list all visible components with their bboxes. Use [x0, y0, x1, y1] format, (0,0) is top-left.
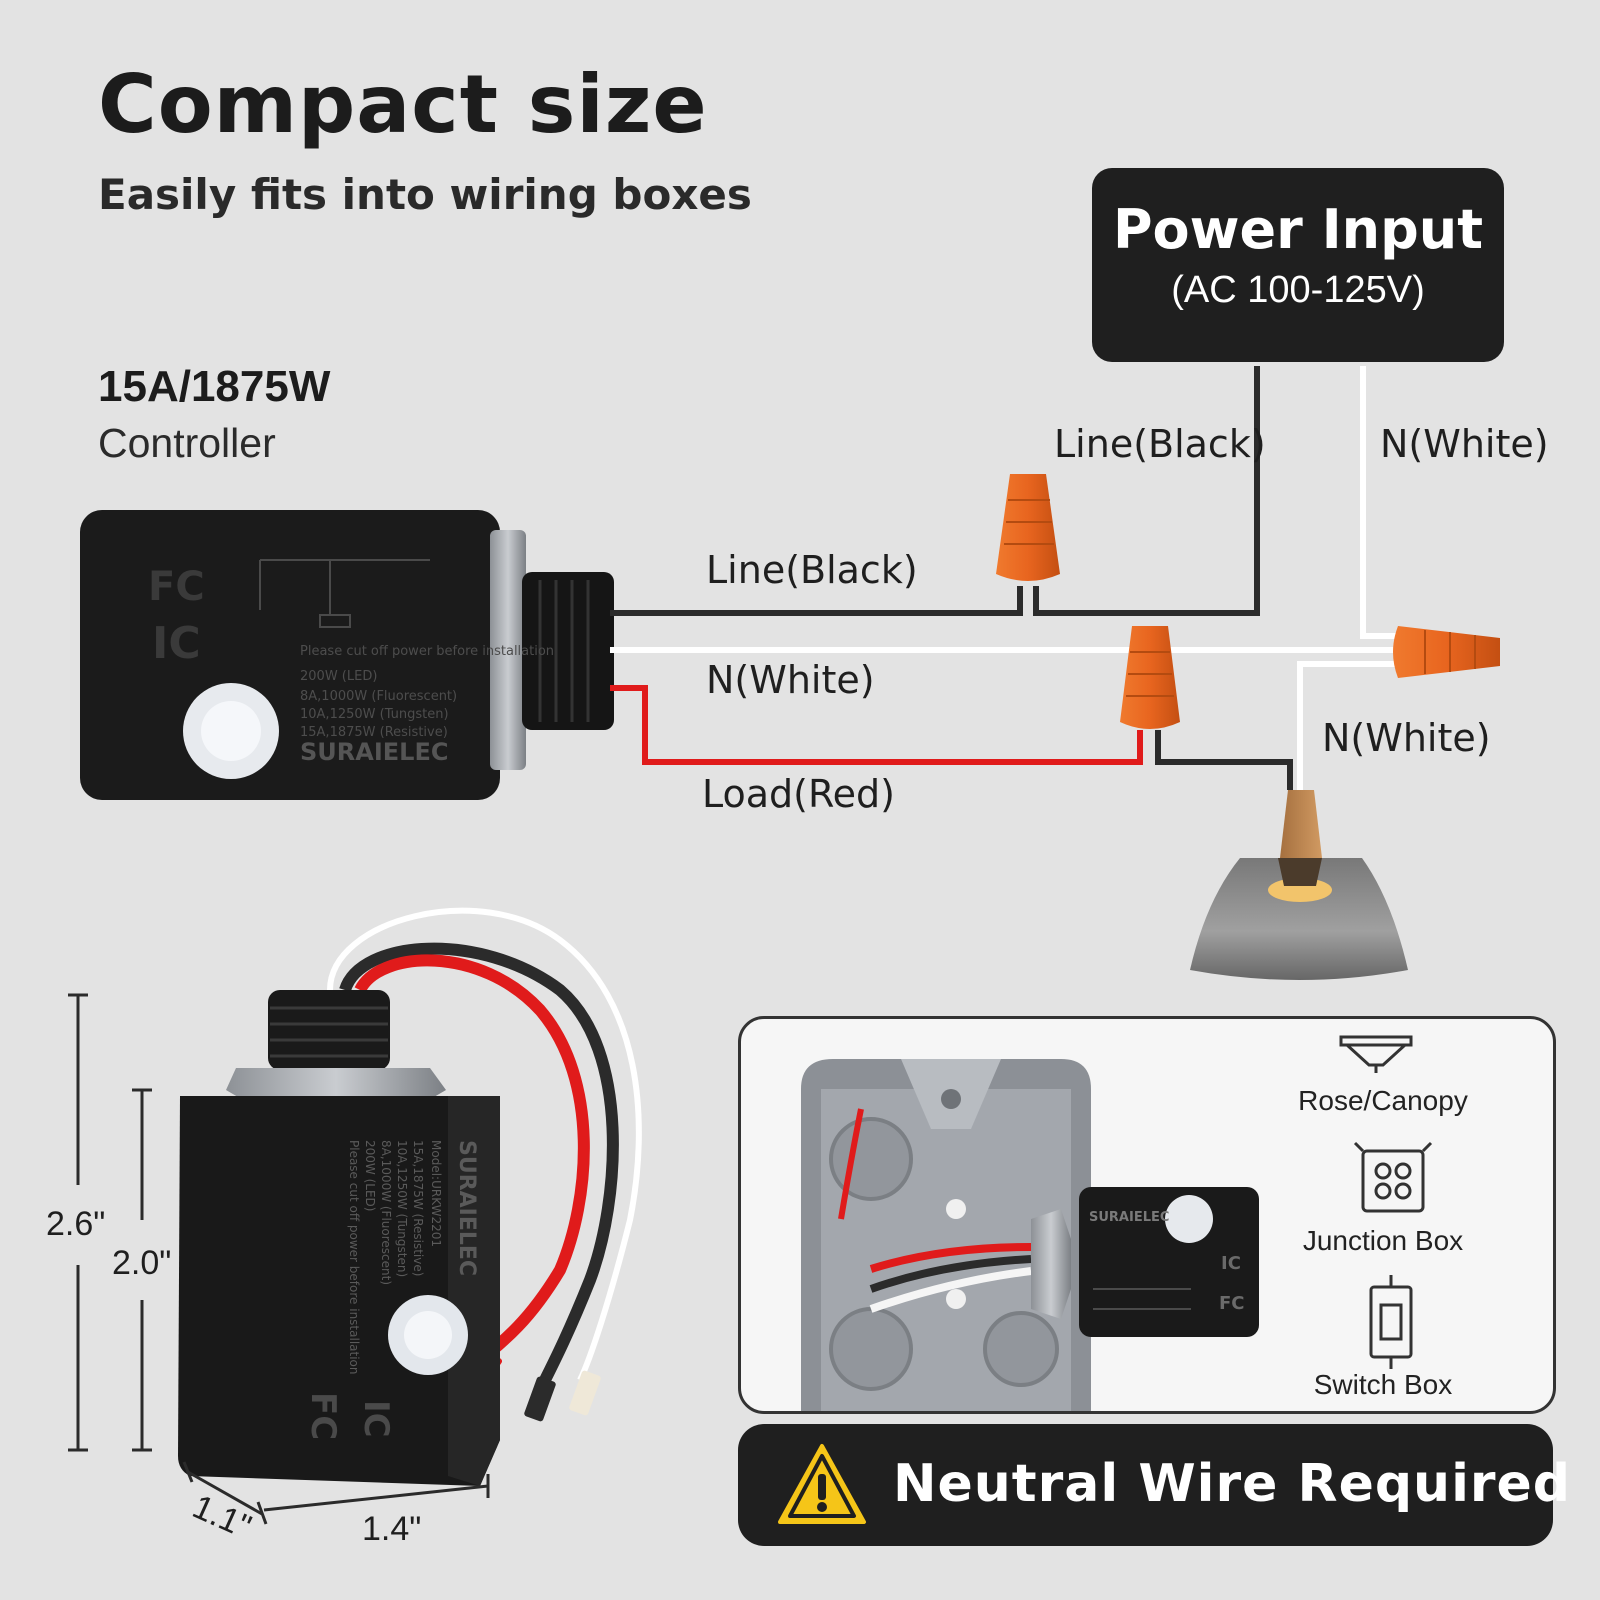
power-input-title: Power Input: [1112, 198, 1484, 261]
rose-canopy-label: Rose/Canopy: [1298, 1085, 1468, 1116]
rose-canopy-icon: [1339, 1035, 1413, 1073]
junction-box-photo: SURAIELEC IC FC: [801, 1035, 1433, 1411]
svg-text:FC: FC: [1219, 1293, 1245, 1314]
svg-text:IC: IC: [1221, 1253, 1241, 1274]
switch-box-label: Switch Box: [1313, 1369, 1453, 1400]
wiring-box-panel: SURAIELEC IC FC Ro: [738, 1016, 1556, 1414]
svg-text:15A,1875W (Resistive): 15A,1875W (Resistive): [411, 1140, 425, 1276]
controller-image-bottom: SURAIELEC Model:URKW2201 15A,1875W (Resi…: [178, 907, 642, 1486]
wire-connector-line: [996, 474, 1060, 581]
wire-label-n-white-lamp: N(White): [1322, 716, 1491, 760]
svg-text:8A,1000W (Fluorescent): 8A,1000W (Fluorescent): [379, 1140, 393, 1285]
svg-text:FC: FC: [148, 564, 205, 610]
svg-text:15A,1875W (Resistive): 15A,1875W (Resistive): [300, 725, 448, 740]
controller-image-top: IC FC SURAIELEC Please cut off power bef…: [80, 510, 614, 800]
svg-text:200W (LED): 200W (LED): [300, 669, 377, 684]
svg-text:8A,1000W (Fluorescent): 8A,1000W (Fluorescent): [300, 689, 457, 704]
svg-text:Please cut off power before in: Please cut off power before installation: [347, 1140, 361, 1375]
dimension-height-body: 2.0": [112, 1244, 172, 1282]
switch-box-icon: [1369, 1275, 1413, 1369]
svg-text:Please cut off power before in: Please cut off power before installation: [300, 644, 554, 659]
page-title: Compact size: [98, 58, 708, 151]
svg-text:10A,1250W (Tungsten): 10A,1250W (Tungsten): [300, 707, 449, 722]
power-input-voltage: (AC 100-125V): [1171, 269, 1425, 311]
power-input-box: Power Input (AC 100-125V): [1092, 168, 1504, 362]
warning-text: Neutral Wire Required: [893, 1454, 1572, 1514]
controller-brand-bottom: SURAIELEC: [454, 1140, 479, 1276]
svg-text:200W (LED): 200W (LED): [363, 1140, 377, 1211]
neutral-wire-warning-banner: Neutral Wire Required: [738, 1424, 1570, 1546]
svg-text:Model:URKW2201: Model:URKW2201: [429, 1140, 443, 1247]
dimension-height-total: 2.6": [46, 1205, 106, 1243]
wire-label-n-white-top: N(White): [1380, 422, 1549, 466]
wire-connector-load: [1120, 626, 1180, 729]
svg-text:IC: IC: [356, 1400, 396, 1438]
warning-triangle-icon: [778, 1444, 866, 1524]
dimension-lines: [68, 993, 490, 1525]
wires: [610, 366, 1400, 790]
wire-label-n-white: N(White): [706, 658, 875, 702]
controller-rating: 15A/1875W: [98, 362, 331, 411]
dimension-width: 1.4": [362, 1510, 422, 1548]
controller-brand-top: SURAIELEC: [300, 738, 448, 766]
wire-label-line-black: Line(Black): [706, 548, 918, 592]
svg-text:FC: FC: [303, 1392, 343, 1440]
wire-connector-neutral: [1393, 626, 1500, 678]
wire-label-line-black-top: Line(Black): [1054, 422, 1266, 466]
pendant-lamp-image: [1190, 790, 1408, 980]
wire-label-load-red: Load(Red): [702, 772, 896, 816]
junction-box-label: Junction Box: [1302, 1225, 1464, 1256]
svg-text:SURAIELEC: SURAIELEC: [1089, 1210, 1169, 1225]
svg-text:10A,1250W (Tungsten): 10A,1250W (Tungsten): [395, 1140, 409, 1277]
svg-text:IC: IC: [152, 618, 201, 669]
controller-label: Controller: [98, 420, 276, 466]
page-subtitle: Easily fits into wiring boxes: [98, 170, 752, 219]
junction-box-icon: [1353, 1141, 1433, 1213]
